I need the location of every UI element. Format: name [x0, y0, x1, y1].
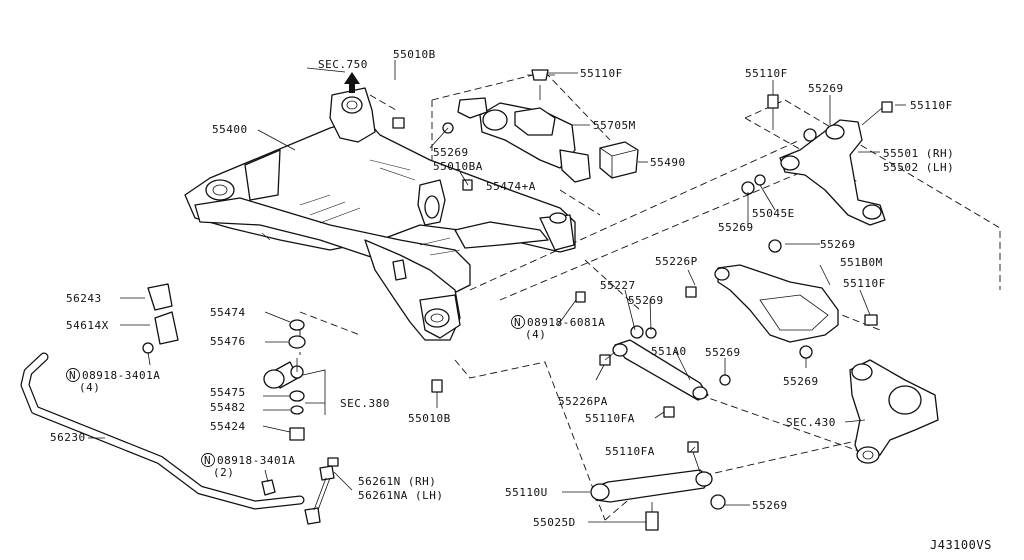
- rear-suspension-member: [184, 87, 576, 341]
- nut-symbol-letter: N: [514, 316, 521, 329]
- label-55025D: 55025D: [533, 516, 576, 529]
- label-55269-d: 55269: [820, 238, 856, 251]
- label-55045E: 55045E: [752, 207, 795, 220]
- label-551B0M: 551B0M: [840, 256, 883, 269]
- nut-symbol-letter: N: [204, 454, 211, 467]
- label-55110FA-a: 55110FA: [585, 412, 635, 425]
- sec750-arrow-icon: [344, 72, 360, 93]
- axle-knuckle: [849, 359, 939, 464]
- label-55110U: 55110U: [505, 486, 548, 499]
- label-55474: 55474: [210, 306, 246, 319]
- label-sec750: SEC.750: [318, 58, 368, 71]
- label-55010B-top: 55010B: [393, 48, 436, 61]
- note-08918-3401A-b: N 08918-3401A (2): [201, 453, 295, 479]
- label-08918-3401A-b: 08918-3401A: [217, 454, 295, 467]
- label-55400: 55400: [212, 123, 248, 136]
- lower-control-arm: [714, 264, 878, 359]
- label-55110F-a: 55110F: [580, 67, 623, 80]
- lower-link: [590, 441, 726, 531]
- label-sec430: SEC.430: [786, 416, 836, 429]
- label-55110F-d: 55110F: [843, 277, 886, 290]
- label-56230: 56230: [50, 431, 86, 444]
- label-56243: 56243: [66, 292, 102, 305]
- label-sec380: SEC.380: [340, 397, 390, 410]
- label-55269-e: 55269: [628, 294, 664, 307]
- nut-symbol-icon: [511, 315, 525, 329]
- upper-link-arm: [779, 119, 886, 226]
- control-module: [599, 141, 639, 179]
- label-55269-h: 55269: [752, 499, 788, 512]
- label-55010B-bottom: 55010B: [408, 412, 451, 425]
- label-55110F-c: 55110F: [910, 99, 953, 112]
- bushing-stack: [263, 319, 306, 441]
- callout-labels: SEC.750 55010B 55110F 55110F 55269 55110…: [50, 48, 992, 552]
- actuator-motor-assembly: [457, 69, 591, 183]
- label-55110FA-b: 55110FA: [605, 445, 655, 458]
- label-55482: 55482: [210, 401, 246, 414]
- label-55269-a: 55269: [808, 82, 844, 95]
- label-55269-g: 55269: [783, 375, 819, 388]
- label-08918-3401A-a: 08918-3401A: [82, 369, 160, 382]
- label-55269-b: 55269: [433, 146, 469, 159]
- label-55269-c: 55269: [718, 221, 754, 234]
- upper-arm-bolts: [741, 94, 893, 253]
- stabilizer-bushing: [142, 283, 179, 354]
- qty-08918-3401A-a: (4): [79, 381, 100, 394]
- label-08918-6081A: 08918-6081A: [527, 316, 605, 329]
- diagram-reference-code: J43100VS: [930, 538, 992, 552]
- qty-08918-3401A-b: (2): [213, 466, 234, 479]
- label-55490: 55490: [650, 156, 686, 169]
- label-55424: 55424: [210, 420, 246, 433]
- qty-08918-6081A: (4): [525, 328, 546, 341]
- label-55226P: 55226P: [655, 255, 698, 268]
- nut-symbol-letter: N: [69, 369, 76, 382]
- label-55110F-b: 55110F: [745, 67, 788, 80]
- label-551A0: 551A0: [651, 345, 687, 358]
- label-55269-f: 55269: [705, 346, 741, 359]
- label-54614X: 54614X: [66, 319, 109, 332]
- adjusting-link: [599, 286, 731, 418]
- note-08918-3401A-a: N 08918-3401A (4): [66, 368, 160, 394]
- assembly-guides: [299, 71, 1001, 521]
- leader-lines: [88, 60, 906, 523]
- stabilizer-bar: [20, 352, 321, 525]
- label-55010BA: 55010BA: [433, 160, 483, 173]
- stabilizer-link-rod: [313, 457, 339, 511]
- label-55476: 55476: [210, 335, 246, 348]
- label-55705M: 55705M: [593, 119, 636, 132]
- label-55475: 55475: [210, 386, 246, 399]
- label-55474A: 55474+A: [486, 180, 536, 193]
- nut-symbol-icon: [66, 368, 80, 382]
- label-55501-rh: 55501 (RH): [883, 147, 954, 160]
- label-55226PA: 55226PA: [558, 395, 608, 408]
- misc-fasteners: [392, 117, 586, 393]
- label-55502-lh: 55502 (LH): [883, 161, 954, 174]
- label-55227: 55227: [600, 279, 636, 292]
- nut-symbol-icon: [201, 453, 215, 467]
- note-08918-6081A: N 08918-6081A (4): [511, 315, 605, 341]
- label-56261N-rh: 56261N (RH): [358, 475, 436, 488]
- label-56261NA-lh: 56261NA (LH): [358, 489, 443, 502]
